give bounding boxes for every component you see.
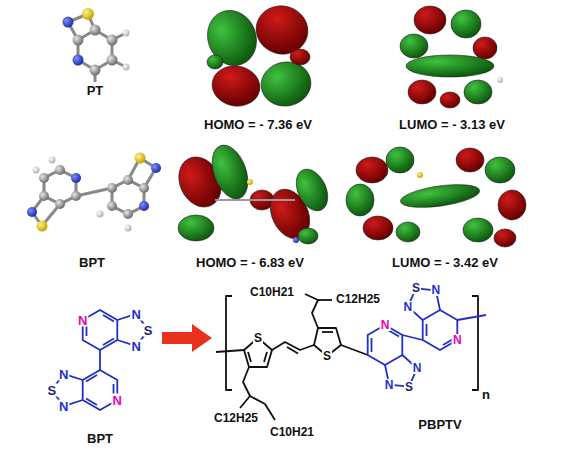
- homo-orbital: [200, 0, 315, 110]
- atom-label: N: [384, 379, 395, 391]
- atom-label: N: [431, 284, 442, 296]
- atom-label: N: [452, 334, 463, 346]
- pt-model: [63, 8, 130, 82]
- atom-label: S: [322, 350, 332, 362]
- molecule-name: BPT: [86, 432, 114, 445]
- lumo-orbital: [346, 147, 526, 247]
- atom-label: N: [58, 367, 69, 380]
- bpt-structure: [52, 310, 148, 410]
- reaction-arrow: [162, 324, 212, 352]
- energy-level: LUMO = - 3.13 eV: [398, 118, 506, 131]
- atom-label: N: [131, 340, 142, 353]
- atom-label: N: [412, 362, 423, 374]
- pbptv-structure: [216, 288, 486, 420]
- atom-label: N: [77, 314, 88, 327]
- side-chain: C10H21: [269, 426, 315, 438]
- polymer-name: PBPTV: [417, 418, 462, 431]
- atom-label: N: [112, 394, 123, 407]
- energy-level: HOMO = - 7.36 eV: [203, 118, 313, 131]
- atom-label: N: [403, 301, 414, 313]
- atom-label: S: [143, 324, 154, 337]
- homo-orbital: [171, 140, 334, 245]
- atom-label: S: [253, 332, 263, 344]
- atom-label: N: [58, 400, 69, 413]
- side-chain: C10H21: [249, 286, 295, 298]
- molecule-name: PT: [86, 84, 105, 97]
- energy-level: HOMO = - 6.83 eV: [195, 256, 305, 269]
- atom-label: N: [131, 307, 142, 320]
- side-chain: C12H25: [213, 412, 259, 424]
- lumo-orbital: [400, 6, 503, 108]
- atom-label: S: [411, 282, 421, 294]
- energy-level: LUMO = - 3.42 eV: [391, 256, 499, 269]
- atom-label: S: [404, 381, 414, 393]
- atom-label: N: [380, 319, 391, 331]
- bpt-model: [27, 153, 161, 232]
- repeat-index: n: [481, 388, 491, 401]
- side-chain: C12H25: [335, 293, 381, 305]
- atom-label: S: [47, 384, 58, 397]
- molecule-name: BPT: [78, 256, 106, 269]
